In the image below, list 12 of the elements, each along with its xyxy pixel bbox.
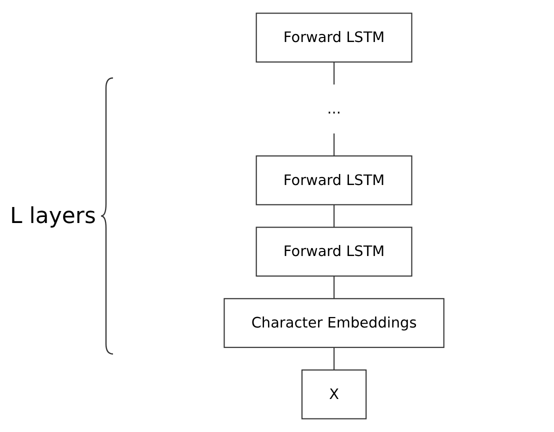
- connector: [333, 204, 334, 228]
- connector: [333, 62, 334, 85]
- node-box: Forward LSTM: [256, 12, 412, 63]
- connector: [333, 133, 334, 156]
- node-text: ...: [327, 100, 341, 118]
- group-label: L layers: [10, 204, 96, 228]
- node-box: X: [301, 369, 367, 420]
- node-box: Forward LSTM: [256, 226, 412, 277]
- connector: [333, 276, 334, 299]
- node-box: Character Embeddings: [224, 298, 444, 348]
- connector: [333, 347, 334, 370]
- node-box: Forward LSTM: [256, 155, 412, 206]
